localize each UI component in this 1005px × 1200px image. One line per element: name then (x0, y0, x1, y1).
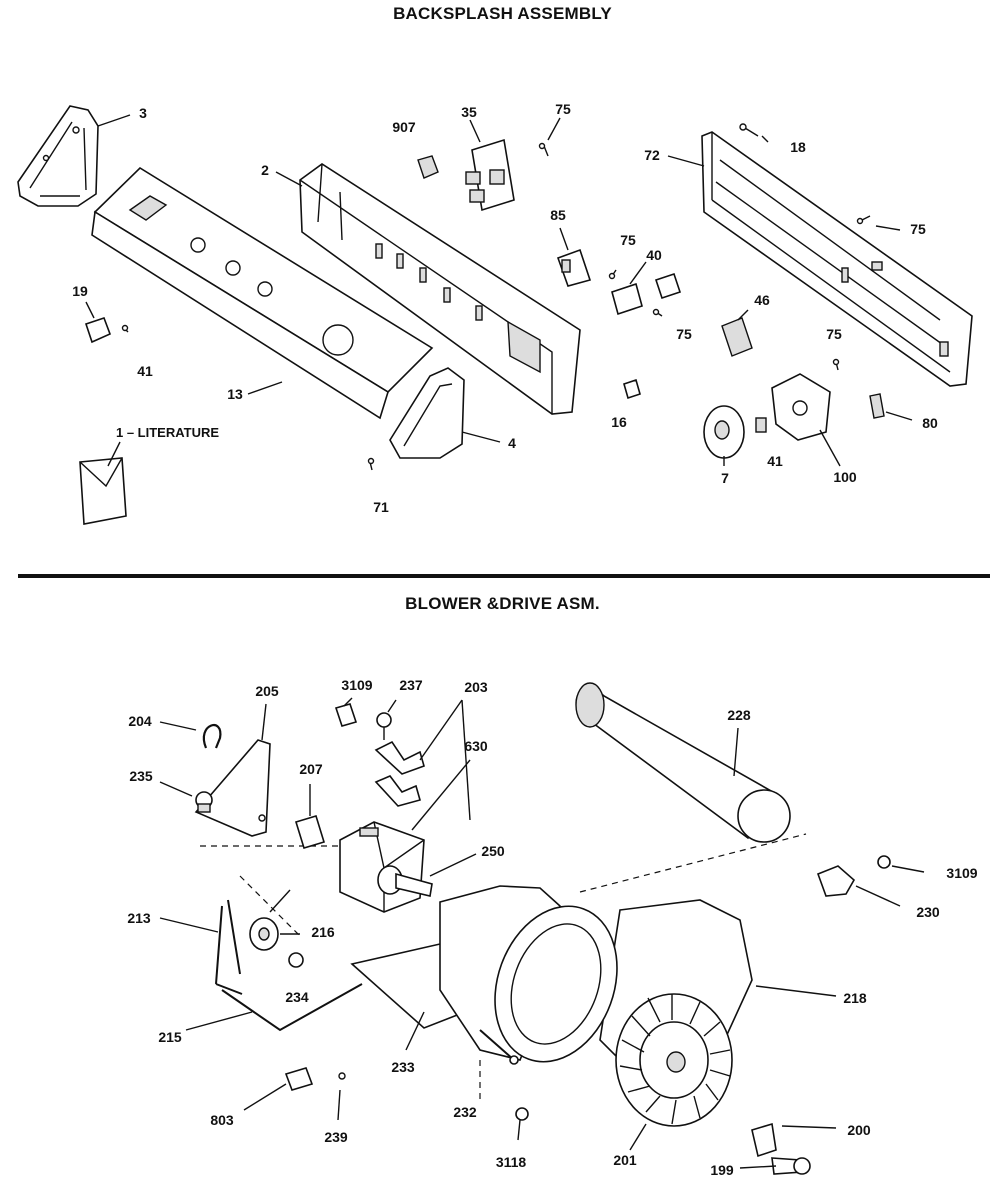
part-72-back-panel (701, 131, 973, 387)
label-237: 237 (399, 677, 423, 693)
label-200: 200 (847, 1122, 871, 1138)
part-3118-screw (515, 1107, 529, 1141)
part-199-bolt (771, 1157, 811, 1175)
part-907 (417, 155, 439, 179)
label-4: 4 (508, 435, 516, 451)
part-250-shaft (377, 865, 433, 897)
label-234: 234 (285, 989, 309, 1005)
label-71: 71 (373, 499, 389, 515)
part-85 (556, 248, 592, 287)
label-204: 204 (128, 713, 152, 729)
part-3109-screw (877, 855, 891, 869)
label-40: 40 (646, 247, 662, 263)
label-75: 75 (910, 221, 926, 237)
label-18: 18 (790, 139, 806, 155)
part-239-screw (337, 1072, 346, 1121)
label-13: 13 (227, 386, 243, 402)
label-75: 75 (676, 326, 692, 342)
part-203-clamp-a (374, 740, 425, 775)
label-232: 232 (453, 1104, 477, 1120)
label-75: 75 (555, 101, 571, 117)
part-46-board (721, 317, 753, 357)
part-201-blower-wheel (615, 993, 733, 1127)
part-1-literature (79, 457, 127, 525)
label-75: 75 (826, 326, 842, 342)
label-3118: 3118 (495, 1154, 527, 1170)
part-100-timer (771, 373, 831, 441)
label-41: 41 (767, 453, 783, 469)
part-40 (611, 272, 682, 316)
label-199: 199 (710, 1162, 734, 1178)
label-35: 35 (461, 104, 477, 120)
label-239: 239 (324, 1129, 348, 1145)
part-200-bracket (751, 1122, 777, 1158)
label-201: 201 (613, 1152, 637, 1168)
part-215-rod (221, 983, 363, 1032)
part-80 (869, 393, 885, 419)
part-237-screw (376, 712, 392, 740)
label-41: 41 (137, 363, 153, 379)
part-230-bracket (816, 865, 856, 897)
label-75: 75 (620, 232, 636, 248)
label-85: 85 (550, 207, 566, 223)
label-7: 7 (721, 470, 729, 486)
backsplash-assembly-title: BACKSPLASH ASSEMBLY (393, 4, 612, 23)
part-13-control-panel (91, 166, 434, 420)
label-16: 16 (611, 414, 627, 430)
label-228: 228 (727, 707, 751, 723)
label-72: 72 (644, 147, 660, 163)
part-232-rod (479, 1029, 515, 1061)
label-235: 235 (129, 768, 153, 784)
part-2-frame (299, 163, 581, 415)
label-46: 46 (754, 292, 770, 308)
label-1-literature: 1 – LITERATURE (116, 425, 220, 440)
label-230: 230 (916, 904, 940, 920)
part-3-end-cap (17, 105, 99, 207)
label-207: 207 (299, 761, 323, 777)
label-803: 803 (210, 1112, 234, 1128)
blower-drive-title: BLOWER &DRIVE ASM. (405, 594, 600, 613)
label-233: 233 (391, 1059, 415, 1075)
section-divider (18, 574, 990, 578)
label-907: 907 (392, 119, 416, 135)
part-207 (294, 815, 326, 849)
part-35-switch (465, 138, 515, 212)
label-3109: 3109 (341, 677, 373, 693)
part-803 (284, 1067, 314, 1091)
part-203-clamp-b (374, 775, 421, 807)
label-3: 3 (139, 105, 147, 121)
part-204-clip (202, 724, 222, 749)
part-205-bracket (194, 739, 271, 837)
part-235-screw (195, 791, 213, 813)
part-216-pulley (249, 917, 279, 951)
label-630: 630 (464, 738, 488, 754)
part-7-knob (703, 405, 745, 459)
label-100: 100 (833, 469, 857, 485)
part-41 (755, 417, 767, 433)
label-215: 215 (158, 1029, 182, 1045)
part-213-spring (215, 899, 243, 995)
label-205: 205 (255, 683, 279, 699)
label-2: 2 (261, 162, 269, 178)
label-19: 19 (72, 283, 88, 299)
part-19 (84, 316, 112, 344)
label-80: 80 (922, 415, 938, 431)
part-228-duct (575, 682, 791, 843)
label-216: 216 (311, 924, 335, 940)
part-4-end-cap (389, 367, 465, 459)
label-213: 213 (127, 910, 151, 926)
part-234-nut (288, 952, 304, 968)
label-203: 203 (464, 679, 488, 695)
label-218: 218 (843, 990, 867, 1006)
label-3109: 3109 (946, 865, 978, 881)
part-16 (623, 378, 641, 400)
part-630-motor (339, 821, 425, 913)
part-3109-top (334, 703, 358, 727)
label-250: 250 (481, 843, 505, 859)
